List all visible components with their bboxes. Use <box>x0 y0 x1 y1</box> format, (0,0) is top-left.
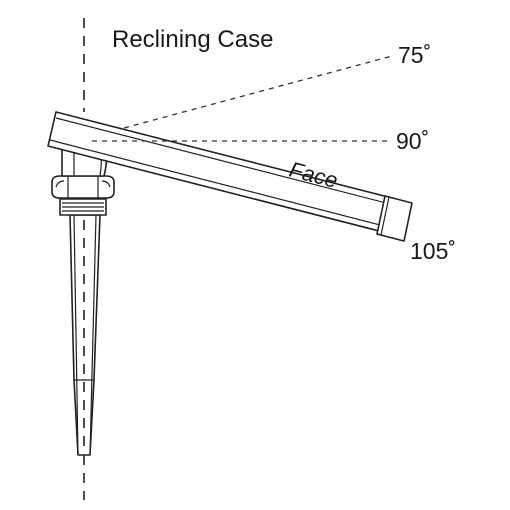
angle-label-90: 90˚ <box>396 128 429 154</box>
hex-nut <box>51 175 115 199</box>
diagram-title: Reclining Case <box>112 26 273 53</box>
reclined-arm <box>47 111 413 242</box>
angle-label-105: 105˚ <box>410 238 456 264</box>
arm-end-cap <box>376 195 413 242</box>
line-75-degree <box>123 55 393 129</box>
stem <box>69 214 101 456</box>
threaded-collar <box>59 198 107 216</box>
angle-label-75: 75˚ <box>398 42 431 68</box>
